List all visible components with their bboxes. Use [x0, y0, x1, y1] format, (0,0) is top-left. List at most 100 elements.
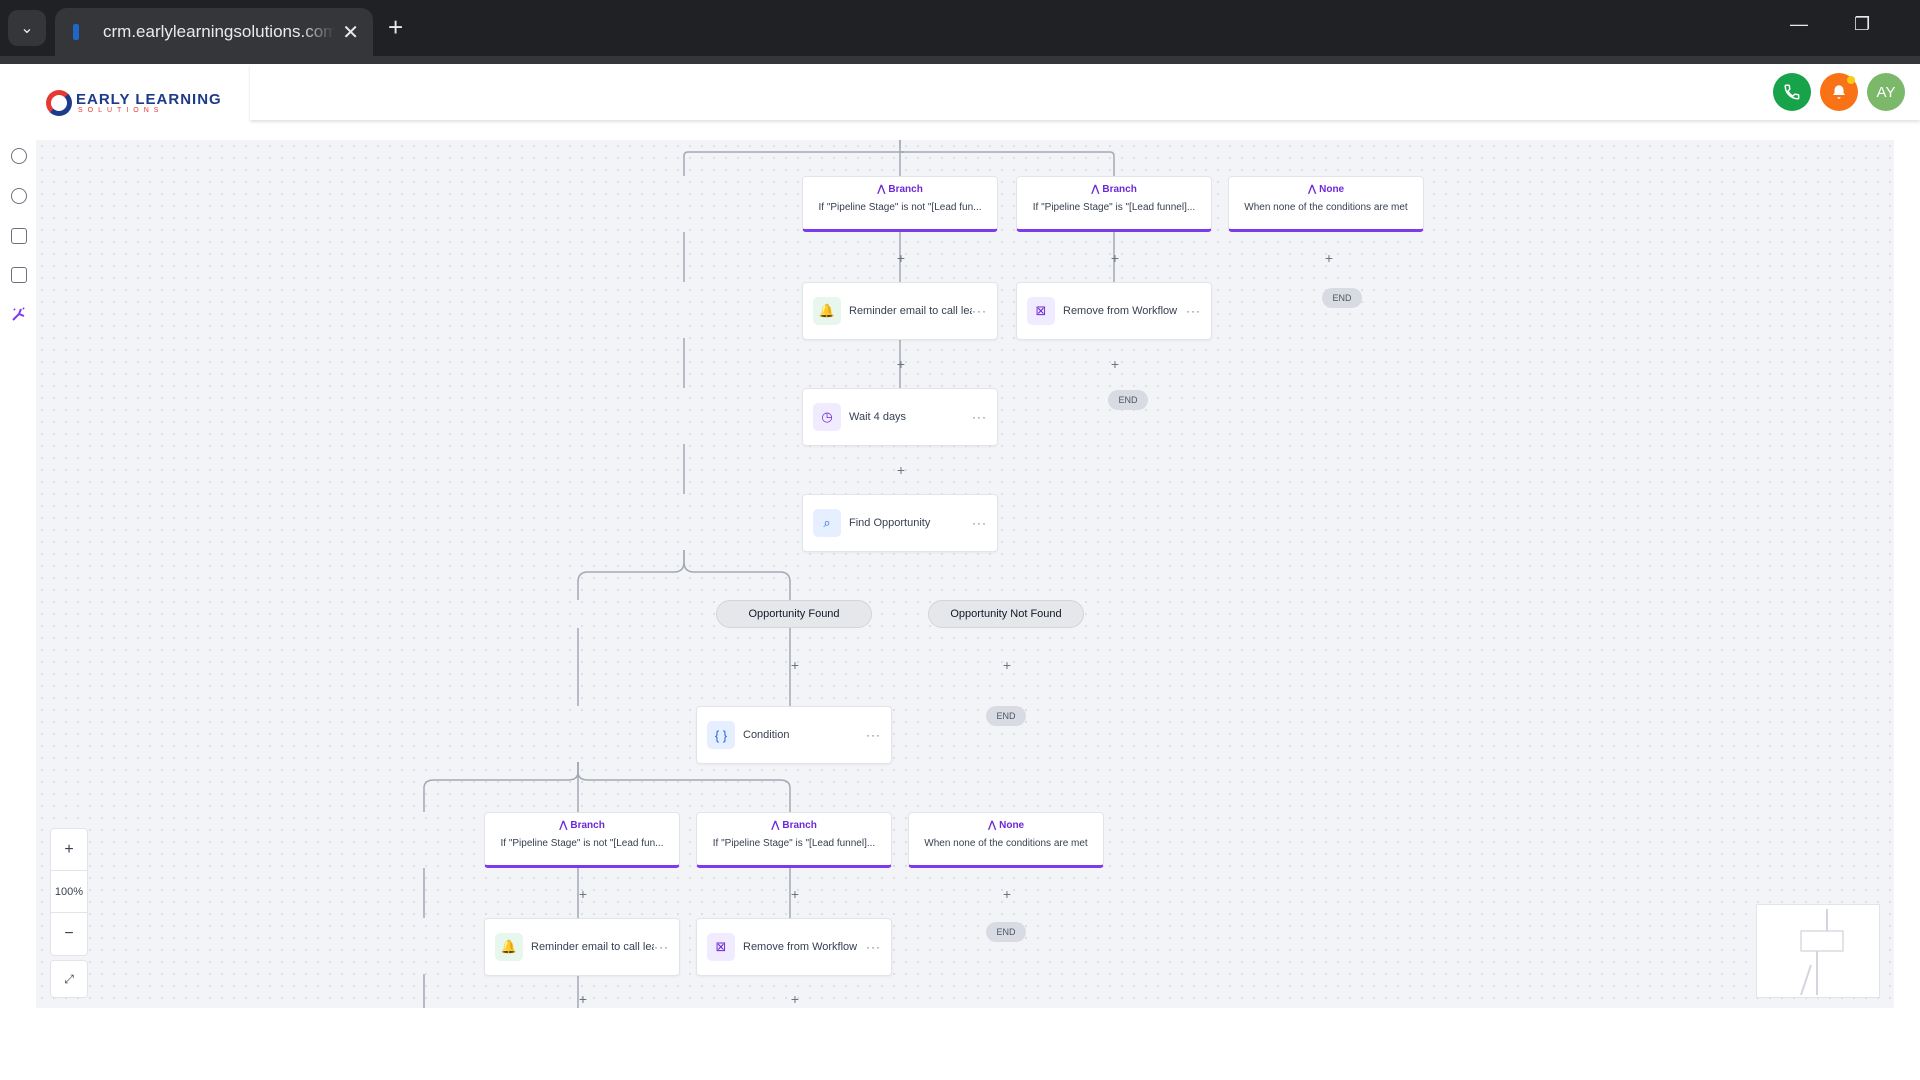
workflow-canvas[interactable]: ⋀ Branch If "Pipeline Stage" is not "[Le… [36, 140, 1894, 1008]
add-step-button[interactable]: + [1110, 356, 1120, 372]
logo-icon [46, 90, 72, 116]
action-label: Remove from Workflow [1063, 305, 1178, 317]
minimap-preview [1800, 909, 1844, 996]
add-step-button[interactable]: + [1324, 250, 1334, 266]
minimize-button[interactable]: — [1790, 14, 1808, 34]
app-header: EARLY LEARNING SOLUTIONS AY [0, 64, 1920, 120]
zoom-out-button[interactable]: − [64, 925, 74, 942]
tab-strip-divider [0, 56, 1920, 64]
branch-icon: ⋀ [1091, 184, 1103, 195]
add-step-button[interactable]: + [790, 657, 800, 673]
end-marker: END [1322, 288, 1362, 308]
user-avatar[interactable]: AY [1867, 73, 1905, 111]
action-label: Find Opportunity [849, 517, 931, 529]
add-step-button[interactable]: + [790, 991, 800, 1007]
action-remove-workflow[interactable]: ⊠ Remove from Workflow ··· [1016, 282, 1212, 340]
branch-description: When none of the conditions are met [1244, 202, 1408, 213]
company-logo[interactable]: EARLY LEARNING SOLUTIONS [46, 90, 222, 116]
note-icon[interactable] [11, 267, 27, 283]
branch-card[interactable]: ⋀ Branch If "Pipeline Stage" is not "[Le… [802, 176, 998, 232]
action-condition[interactable]: { } Condition ··· [696, 706, 892, 764]
favicon-icon [73, 24, 79, 40]
logo-text: EARLY LEARNING SOLUTIONS [76, 92, 222, 114]
branch-card-none[interactable]: ⋀ None When none of the conditions are m… [1228, 176, 1424, 232]
condition-braces-icon: { } [707, 721, 735, 749]
action-label: Reminder email to call lead [531, 941, 654, 953]
opportunity-found-pill[interactable]: Opportunity Found [716, 600, 872, 628]
branch-description: When none of the conditions are met [924, 838, 1088, 849]
add-step-button[interactable]: + [896, 250, 906, 266]
opportunity-not-found-pill[interactable]: Opportunity Not Found [928, 600, 1084, 628]
action-reminder-email[interactable]: 🔔 Reminder email to call lead ··· [484, 918, 680, 976]
branch-title: ⋀ None [1307, 184, 1345, 195]
branch-card[interactable]: ⋀ Branch If "Pipeline Stage" is not "[Le… [484, 812, 680, 868]
bell-icon: 🔔 [813, 297, 841, 325]
zoom-level: 100% [51, 871, 87, 913]
zoom-in-button[interactable]: + [51, 829, 87, 871]
action-label: Reminder email to call lead [849, 305, 972, 317]
more-options-icon[interactable]: ··· [1186, 304, 1201, 318]
branch-card-none[interactable]: ⋀ None When none of the conditions are m… [908, 812, 1104, 868]
branch-description: If "Pipeline Stage" is "[Lead funnel]... [712, 838, 876, 849]
restore-button[interactable]: ❐ [1854, 14, 1871, 34]
expand-icon: ⤢ [64, 971, 74, 986]
check-circle-icon[interactable] [11, 148, 27, 164]
notifications-button[interactable] [1820, 73, 1858, 111]
header-bar [250, 64, 1920, 120]
browser-chrome: ⌄ crm.earlylearningsolutions.com ✕ + — ❐ [0, 0, 1920, 56]
branch-card[interactable]: ⋀ Branch If "Pipeline Stage" is "[Lead f… [1016, 176, 1212, 232]
more-options-icon[interactable]: ··· [972, 304, 987, 318]
branch-card[interactable]: ⋀ Branch If "Pipeline Stage" is "[Lead f… [696, 812, 892, 868]
remove-workflow-icon: ⊠ [707, 933, 735, 961]
action-label: Condition [743, 729, 790, 741]
more-options-icon[interactable]: ··· [972, 516, 987, 530]
action-label: Wait 4 days [849, 411, 907, 423]
add-step-button[interactable]: + [1002, 657, 1012, 673]
add-step-button[interactable]: + [578, 886, 588, 902]
add-step-button[interactable]: + [578, 991, 588, 1007]
action-reminder-email[interactable]: 🔔 Reminder email to call lead ··· [802, 282, 998, 340]
logo-line2: SOLUTIONS [78, 107, 164, 114]
zoom-controls: + 100% − [50, 828, 88, 956]
action-find-opportunity[interactable]: ⌕ Find Opportunity ··· [802, 494, 998, 552]
branch-description: If "Pipeline Stage" is not "[Lead fun... [500, 838, 664, 849]
chat-icon[interactable] [11, 228, 27, 244]
add-step-button[interactable]: + [790, 886, 800, 902]
end-marker: END [986, 922, 1026, 942]
branch-title: ⋀ Branch [771, 820, 817, 831]
action-remove-workflow[interactable]: ⊠ Remove from Workflow ··· [696, 918, 892, 976]
tab-search-button[interactable]: ⌄ [8, 10, 46, 46]
browser-tab[interactable]: crm.earlylearningsolutions.com ✕ [55, 8, 373, 56]
fit-view-button[interactable]: ⤢ [50, 960, 88, 998]
clock-icon: ◷ [813, 403, 841, 431]
tab-title: crm.earlylearningsolutions.com [103, 22, 335, 41]
end-marker: END [1108, 390, 1148, 410]
branch-description: If "Pipeline Stage" is "[Lead funnel]... [1032, 202, 1196, 213]
action-label: Remove from Workflow [743, 941, 858, 953]
bell-icon [1833, 85, 1845, 99]
branch-icon: ⋀ [877, 184, 889, 195]
branch-icon: ⋀ [987, 820, 1000, 831]
minimap[interactable] [1756, 904, 1880, 998]
branch-title: ⋀ Branch [559, 820, 605, 831]
add-step-button[interactable]: + [1110, 250, 1120, 266]
search-icon: ⌕ [813, 509, 841, 537]
action-wait[interactable]: ◷ Wait 4 days ··· [802, 388, 998, 446]
branch-icon: ⋀ [771, 820, 783, 831]
add-step-button[interactable]: + [1002, 886, 1012, 902]
more-options-icon[interactable]: ··· [972, 410, 987, 424]
more-options-icon[interactable]: ··· [654, 940, 669, 954]
pie-chart-icon[interactable] [11, 188, 27, 204]
phone-button[interactable] [1773, 73, 1811, 111]
new-tab-button[interactable]: + [388, 12, 404, 42]
chevron-down-icon: ⌄ [20, 20, 34, 37]
more-options-icon[interactable]: ··· [866, 728, 881, 742]
more-options-icon[interactable]: ··· [866, 940, 881, 954]
add-step-button[interactable]: + [896, 462, 906, 478]
branch-title: ⋀ Branch [1091, 184, 1137, 195]
add-step-button[interactable]: + [896, 356, 906, 372]
branch-title: ⋀ None [987, 820, 1025, 831]
phone-icon [1784, 84, 1800, 100]
close-tab-icon[interactable]: ✕ [342, 22, 359, 44]
workflow-icon[interactable] [11, 306, 27, 322]
